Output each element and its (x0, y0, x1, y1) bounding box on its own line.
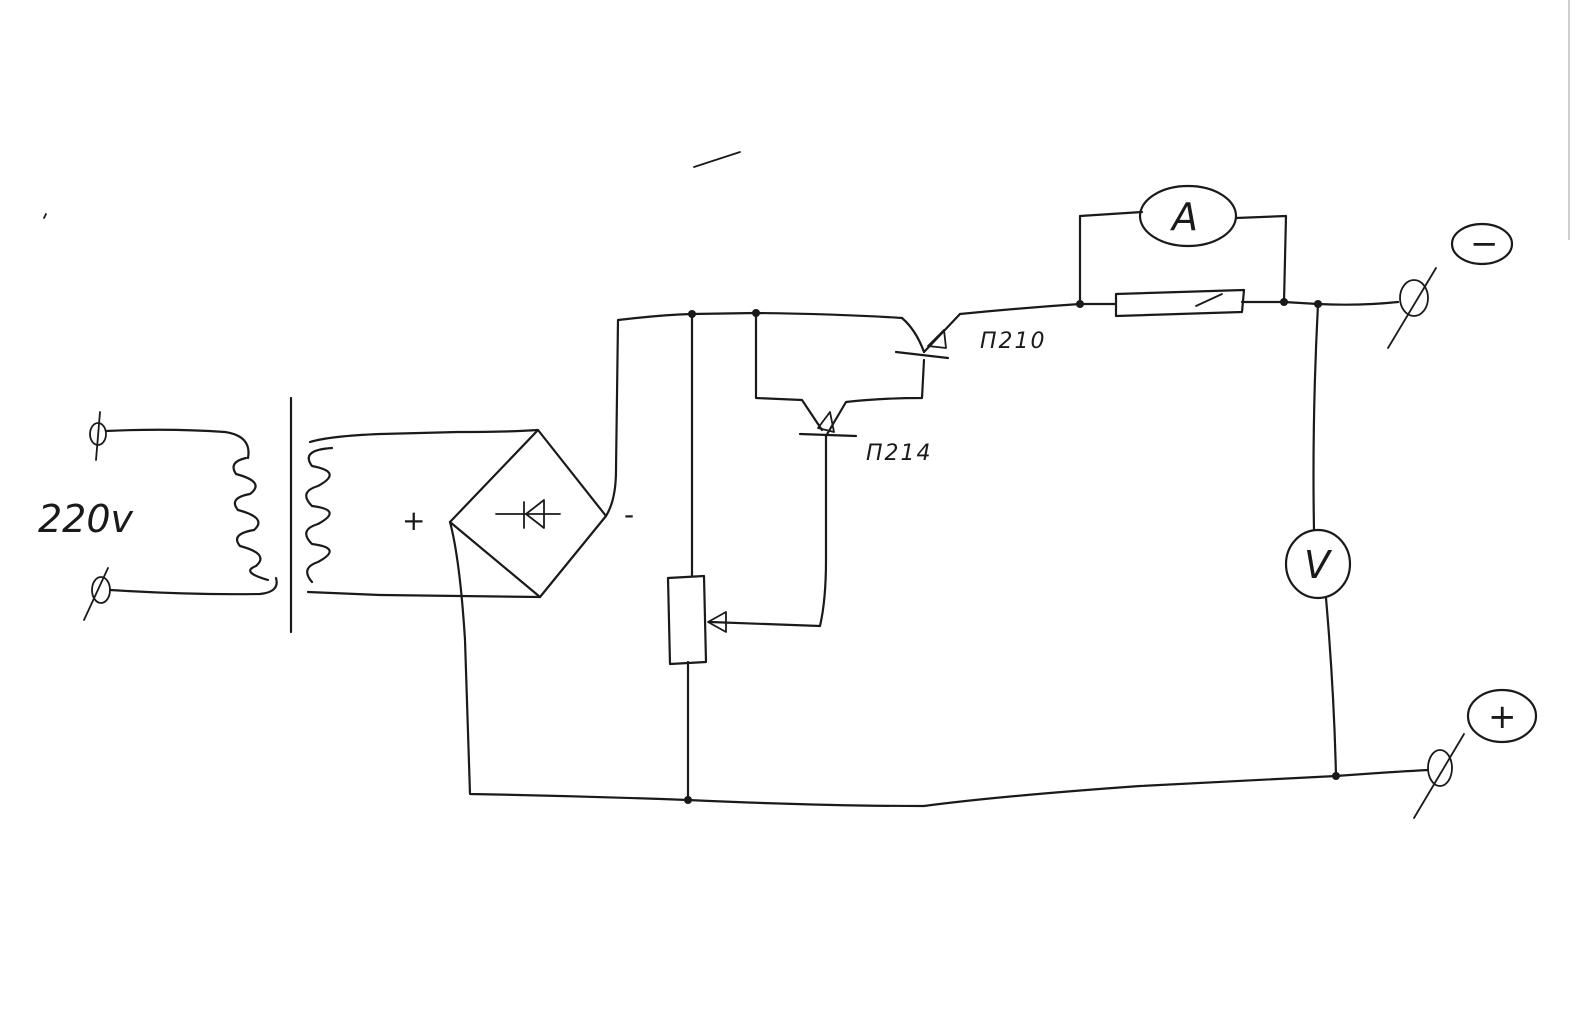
potentiometer (666, 574, 708, 666)
stray-pen-mark (43, 213, 47, 219)
transistor-p210-base (894, 350, 950, 360)
transformer-secondary-winding (305, 446, 334, 584)
junction-dot (752, 309, 760, 317)
page-edge-shadow (1568, 0, 1570, 240)
wire-input-top (104, 428, 250, 460)
wire-bottom-rail (686, 768, 1430, 808)
bridge-rectifier (448, 428, 608, 599)
transistor-p210-label: П210 (980, 329, 1047, 354)
wire-output-negative (1282, 300, 1400, 306)
transistor-p210 (900, 312, 962, 354)
input-voltage-label: 220v (38, 497, 134, 541)
junction-dot (684, 796, 692, 804)
wire-voltmeter-bottom (1324, 596, 1338, 778)
wire-ammeter-right (1234, 214, 1288, 304)
transistor-p214 (817, 358, 926, 438)
voltmeter-label: V (1304, 543, 1333, 587)
wire-secondary-top (308, 428, 540, 444)
input-terminal-bottom (83, 567, 111, 621)
output-positive-badge (1466, 688, 1538, 744)
junction-dot (1332, 772, 1340, 780)
transformer-primary-winding (232, 456, 270, 582)
wire-input-bottom (108, 576, 278, 596)
junction-dot (1280, 298, 1288, 306)
output-negative-badge (1450, 222, 1514, 266)
bridge-minus-label: - (624, 498, 634, 531)
bridge-plus-label: + (402, 504, 425, 537)
wire-top-rail (690, 311, 904, 320)
transistor-p214-label: П214 (866, 441, 933, 466)
diode-icon (495, 499, 561, 529)
junction-dot (688, 310, 696, 318)
junction-dot (1314, 300, 1322, 308)
transistor-p214-base (798, 432, 858, 438)
input-terminal-top (89, 411, 107, 461)
wire-bridge-minus (604, 312, 694, 518)
wire-bridge-plus (448, 520, 690, 802)
ammeter-label: A (1169, 195, 1198, 239)
output-terminal-positive (1413, 733, 1465, 819)
output-negative-label: − (1470, 224, 1499, 264)
junction-dot (1076, 300, 1084, 308)
wire-voltmeter-top (1312, 302, 1320, 532)
potentiometer-wiper-arrow-icon (707, 434, 828, 633)
ammeter (1138, 184, 1238, 248)
voltmeter (1284, 528, 1352, 600)
output-terminal-negative (1387, 267, 1437, 349)
wire-p214-collector (754, 311, 824, 432)
wire-secondary-bottom (306, 590, 542, 599)
shunt-resistor (1114, 288, 1246, 318)
wire-ammeter-left (1078, 210, 1144, 306)
wire-p210-emitter (958, 302, 1082, 316)
stray-pen-mark (693, 151, 741, 168)
output-positive-label: + (1488, 697, 1517, 737)
